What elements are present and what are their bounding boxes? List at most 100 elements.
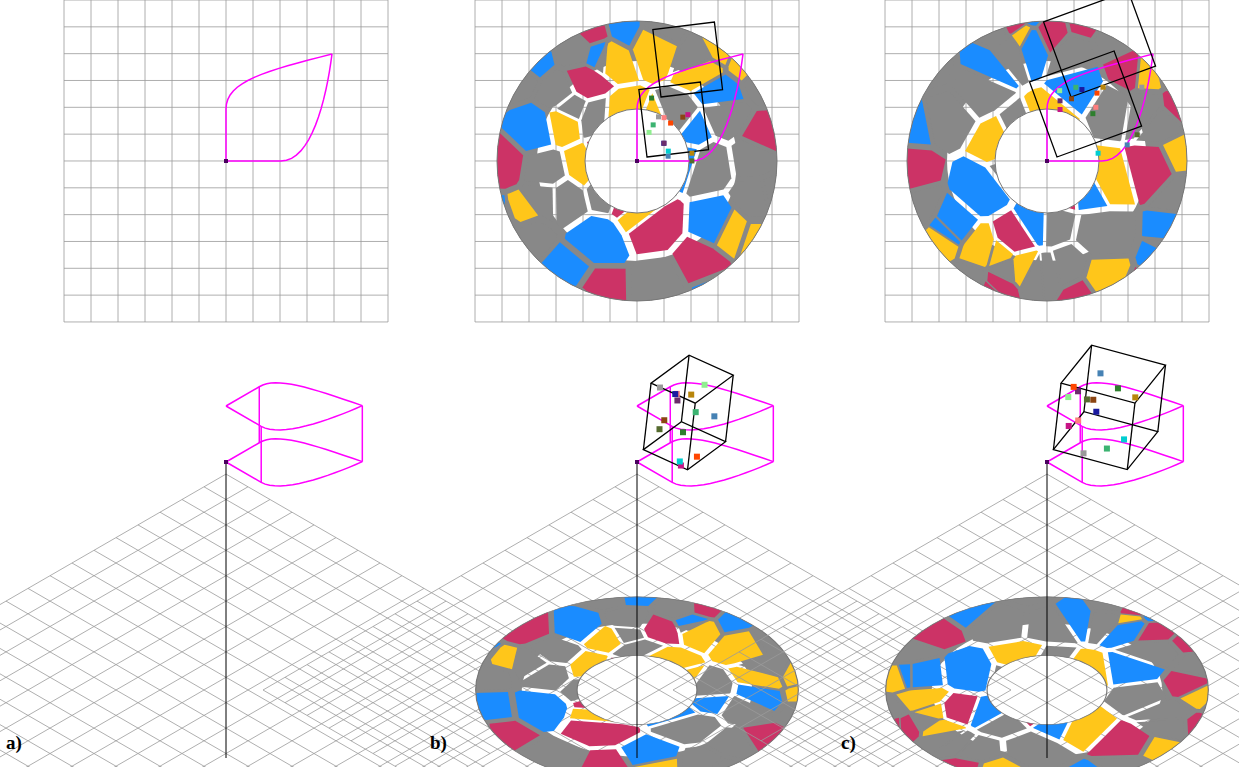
grain-patch [608,85,649,122]
grain-patch [731,13,758,41]
grain-patch [923,730,983,765]
grain-patch [1086,258,1130,307]
grid-line [50,588,424,767]
origin-dot [635,159,639,163]
grain-patch [586,42,605,67]
grid-line [695,487,1069,703]
voxel-box [1030,51,1142,157]
panel-label: b) [430,733,447,752]
voxel-box [643,422,725,470]
grid-line [0,538,336,754]
grain-patch [1032,148,1077,187]
sample-point [1057,88,1062,93]
grid-line [116,627,490,767]
top-view [475,0,799,322]
grain-patch [742,109,785,155]
annulus-patches [805,550,1239,767]
grain-patch [960,754,1035,767]
sample-point [688,392,694,398]
grain-patch [1111,597,1150,619]
grain-patch [629,199,684,254]
grain-patch [899,233,931,287]
grid-line [799,0,800,322]
grain-patch [602,557,663,592]
sample-point [662,115,667,120]
sample-point [656,426,662,432]
iso-view [263,355,1011,767]
voxel-box [653,22,723,97]
grain-patch [985,564,1071,614]
leaf-extrusion [773,406,775,462]
grain-patch [549,15,588,66]
grain-patch [926,91,976,154]
grain-patch [558,647,620,683]
grain-patch [1041,700,1132,752]
grain-patch [993,210,1035,251]
grain-patch [564,143,598,186]
grain-patch [893,653,965,695]
sample-point [649,96,654,101]
grain-patch [1168,710,1227,744]
sample-point [1081,450,1087,456]
sample-point [668,121,673,126]
sample-point [680,115,685,120]
grain-patch [489,224,518,300]
voxel-box [1044,0,1156,97]
grain-patch [901,290,951,310]
grain-patch [553,671,612,705]
grain-patch [602,123,636,148]
grain-patch [1154,47,1181,87]
grid-line [351,525,725,741]
sample-point [711,413,717,419]
voxel-box [1127,403,1135,470]
sample-point [1125,142,1130,147]
grid-line [64,321,388,322]
leaf-extrusion [637,462,773,486]
voxel-box [643,383,651,450]
sample-point [1121,436,1127,442]
square-grid [885,0,1209,322]
annulus-outline [819,558,1239,767]
grid-line [0,614,358,767]
iso-grid [673,474,1239,767]
grain-patch [631,682,691,717]
grain-patch [631,257,683,308]
sample-point [1093,105,1098,110]
grain-patch [606,13,640,46]
grain-patch [570,685,638,724]
grain-patch [744,57,784,106]
sample-point [694,454,700,460]
grain-patch [1218,665,1239,704]
annulus-outline [907,21,1187,301]
grain-patch [688,195,731,243]
sample-point [666,154,671,159]
grain-patch [520,242,589,288]
sample-point [1066,423,1072,429]
grain-patch [1015,638,1092,682]
sample-point [1084,396,1090,402]
sample-point [1096,151,1101,156]
sample-point [1115,385,1121,391]
grid-line [64,268,388,269]
grain-patch [879,716,916,737]
panel [263,0,1011,767]
grain-patch [556,180,588,229]
grid-line [0,665,270,767]
annulus-patches [488,12,786,310]
sample-point [1132,394,1138,400]
grain-patch [549,111,580,147]
origin-dot [224,460,228,464]
grid-line [571,512,945,728]
grain-patch [605,569,679,612]
grain-patch [619,656,667,684]
sample-point [1069,96,1074,101]
leaf-extrusion [260,426,262,482]
grid-line [285,677,659,767]
grain-patch [630,694,697,733]
origin-dot [635,460,639,464]
grain-patch [1212,694,1239,725]
sample-point [1097,370,1103,376]
sample-point [661,417,667,423]
panel-label: c) [841,733,856,752]
grain-patch [1183,232,1196,277]
